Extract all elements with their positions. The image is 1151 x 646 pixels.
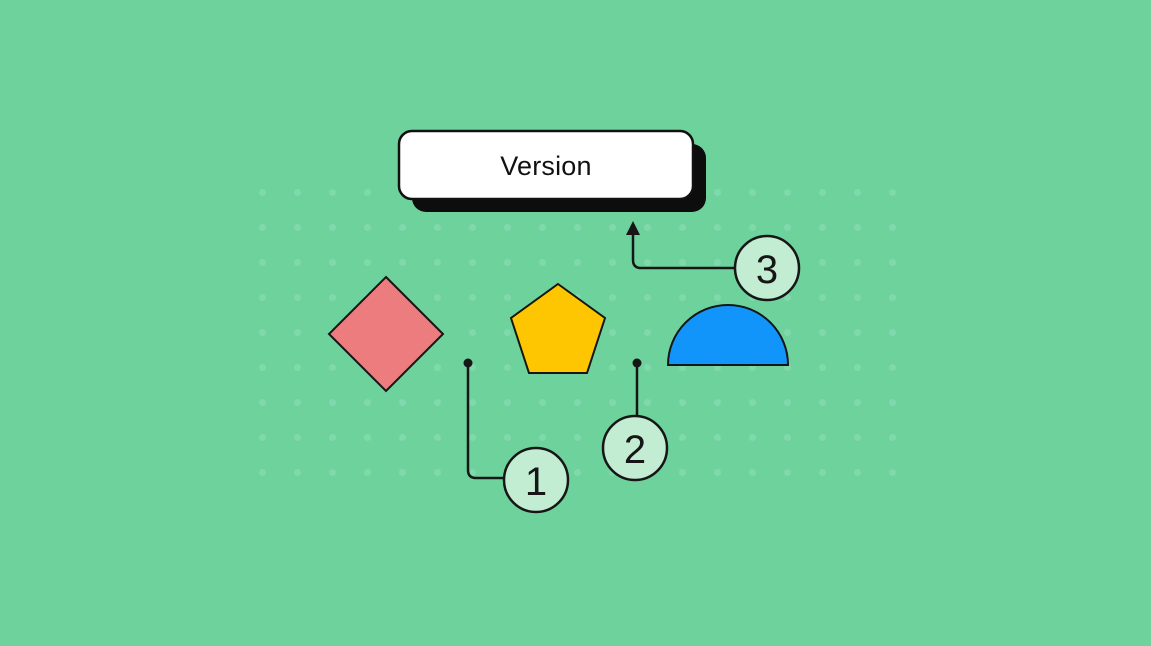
connector-1-line	[466, 365, 504, 480]
callout-badge-3-number: 3	[756, 248, 778, 292]
callout-badge-1	[502, 446, 570, 514]
diamond-shape	[327, 275, 445, 393]
label-box	[397, 129, 695, 201]
callout-badge-1-number: 1	[525, 460, 547, 504]
arrow-up-icon	[626, 221, 640, 235]
connector-3-line	[631, 232, 735, 270]
pentagon-shape	[509, 282, 607, 374]
label-box-text: Version	[500, 151, 591, 181]
callout-badge-2-number: 2	[624, 428, 646, 472]
connector-2-dot	[632, 358, 642, 368]
connector-1-dot	[463, 358, 473, 368]
callout-badge-3	[733, 234, 801, 302]
semicircle-shape	[666, 304, 790, 366]
callout-badge-2	[601, 414, 669, 482]
